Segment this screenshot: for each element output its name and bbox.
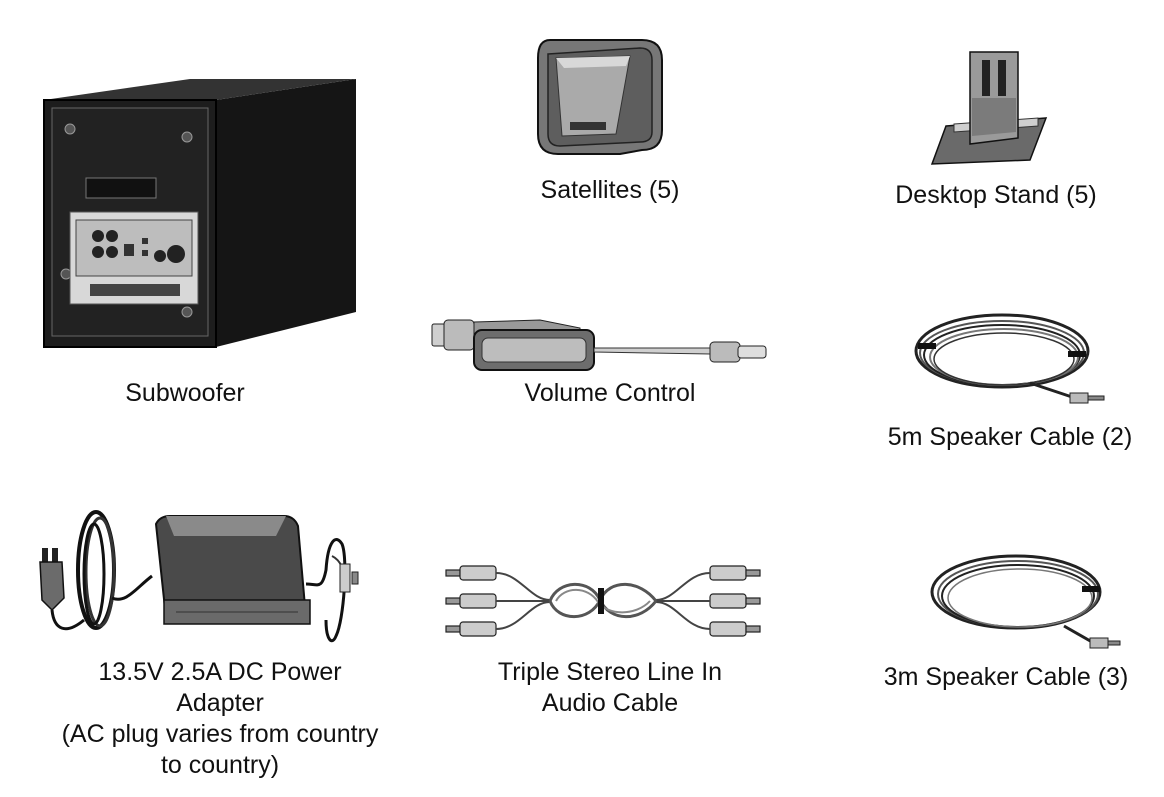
coiled-cable-3m-icon (930, 554, 1121, 649)
power-adapter-label-line1: 13.5V 2.5A DC Power (98, 658, 342, 686)
desktop-stand-icon (930, 51, 1048, 165)
desktop-stand-label: Desktop Stand (5) (895, 181, 1097, 209)
volume-control-icon (431, 319, 767, 371)
volume-control-label: Volume Control (524, 379, 696, 407)
subwoofer-icon (43, 79, 356, 348)
satellites-label: Satellites (5) (540, 176, 680, 204)
satellite-speaker-icon (537, 39, 663, 155)
audio-cable-label-line2: Audio Cable (541, 689, 679, 717)
power-adapter-label-line4: to country) (160, 751, 280, 779)
coiled-cable-5m-icon (914, 313, 1105, 404)
audio-cable-label-line1: Triple Stereo Line In (497, 658, 723, 686)
power-adapter-icon (39, 510, 359, 643)
speaker-cable-5m-label: 5m Speaker Cable (2) (887, 423, 1133, 451)
speaker-cable-3m-label: 3m Speaker Cable (3) (883, 663, 1129, 691)
power-adapter-label-line2: Adapter (176, 689, 264, 717)
triple-audio-cable-icon (445, 565, 761, 637)
subwoofer-label: Subwoofer (125, 379, 245, 407)
power-adapter-label-line3: (AC plug varies from country (61, 720, 379, 748)
